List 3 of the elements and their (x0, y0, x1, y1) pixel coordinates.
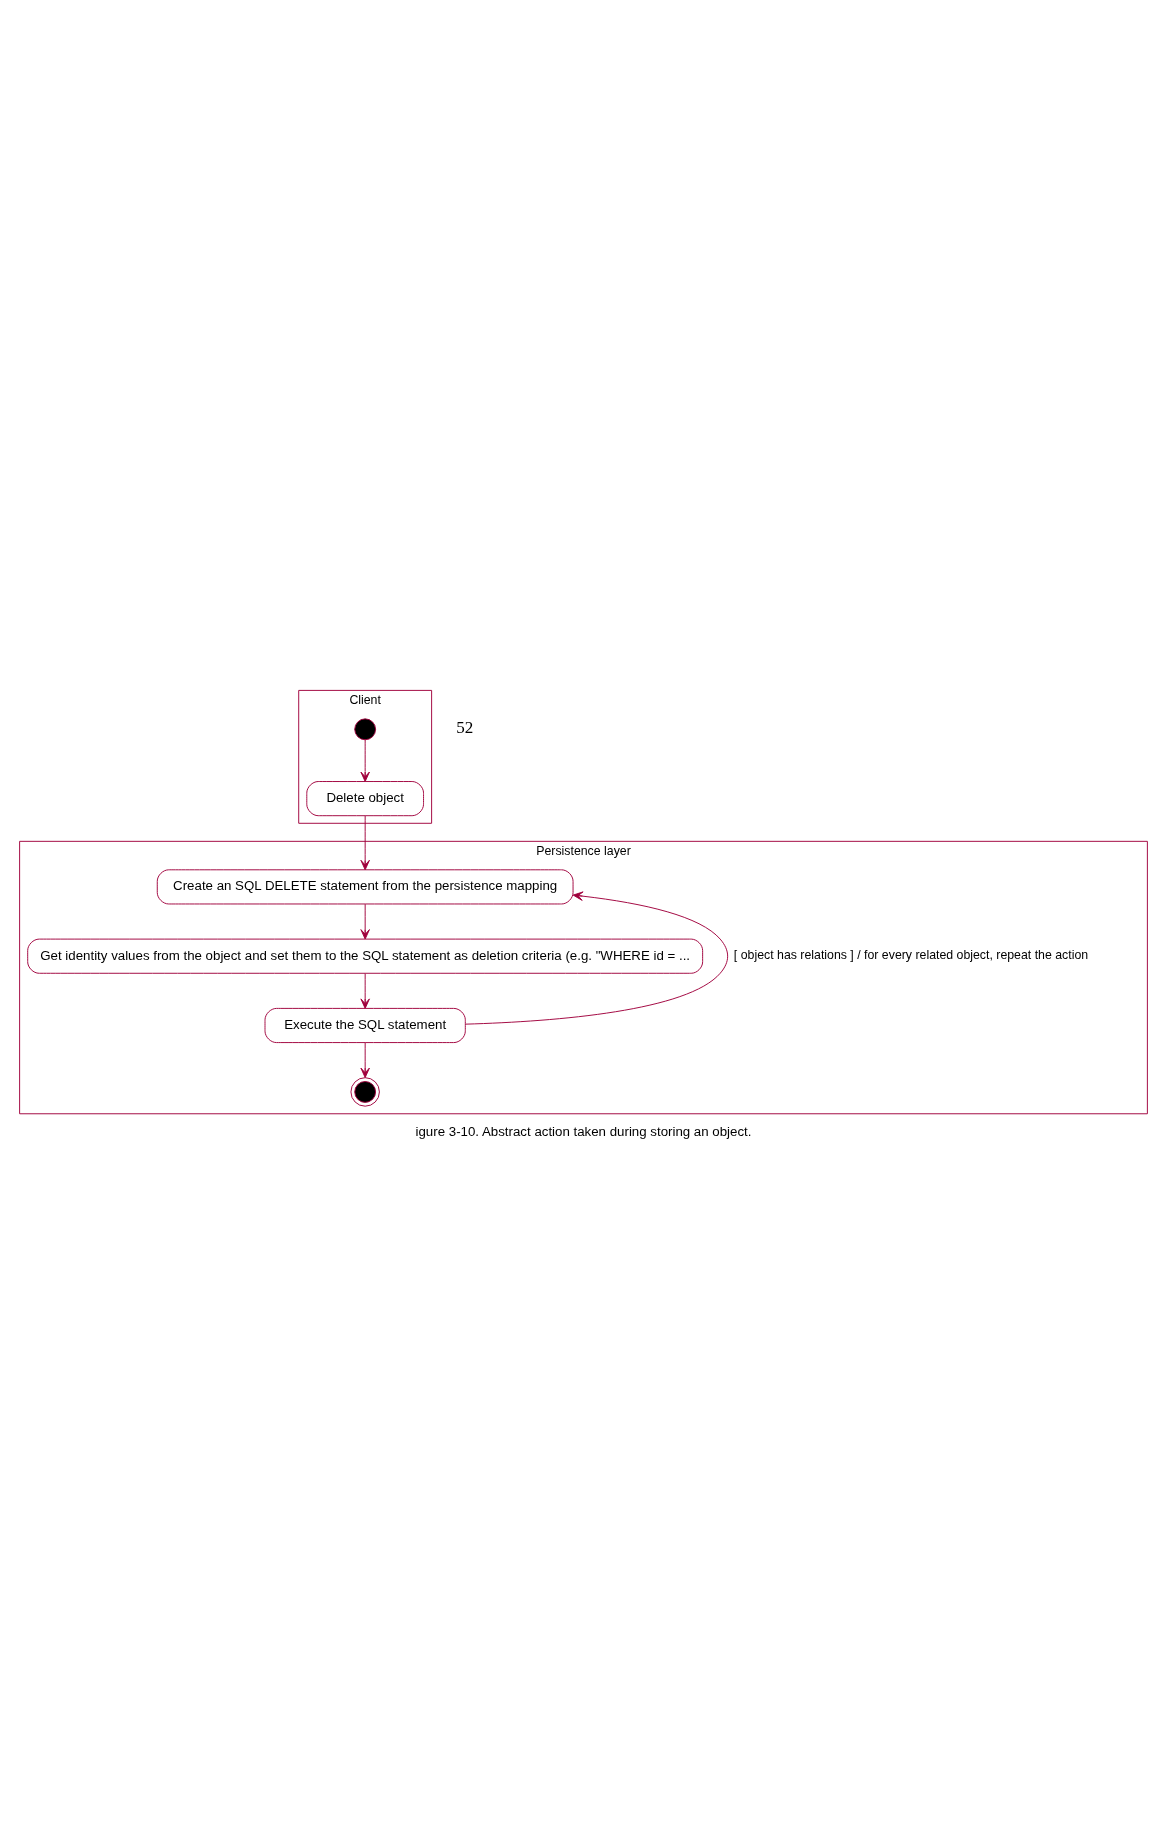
edge-label: [ object has relations ] / for every related object, repeat the action (733, 947, 1089, 962)
label: 52 (456, 717, 474, 737)
caption: igure 3-10. Abstract action taken during storing an object. (415, 1123, 752, 1139)
